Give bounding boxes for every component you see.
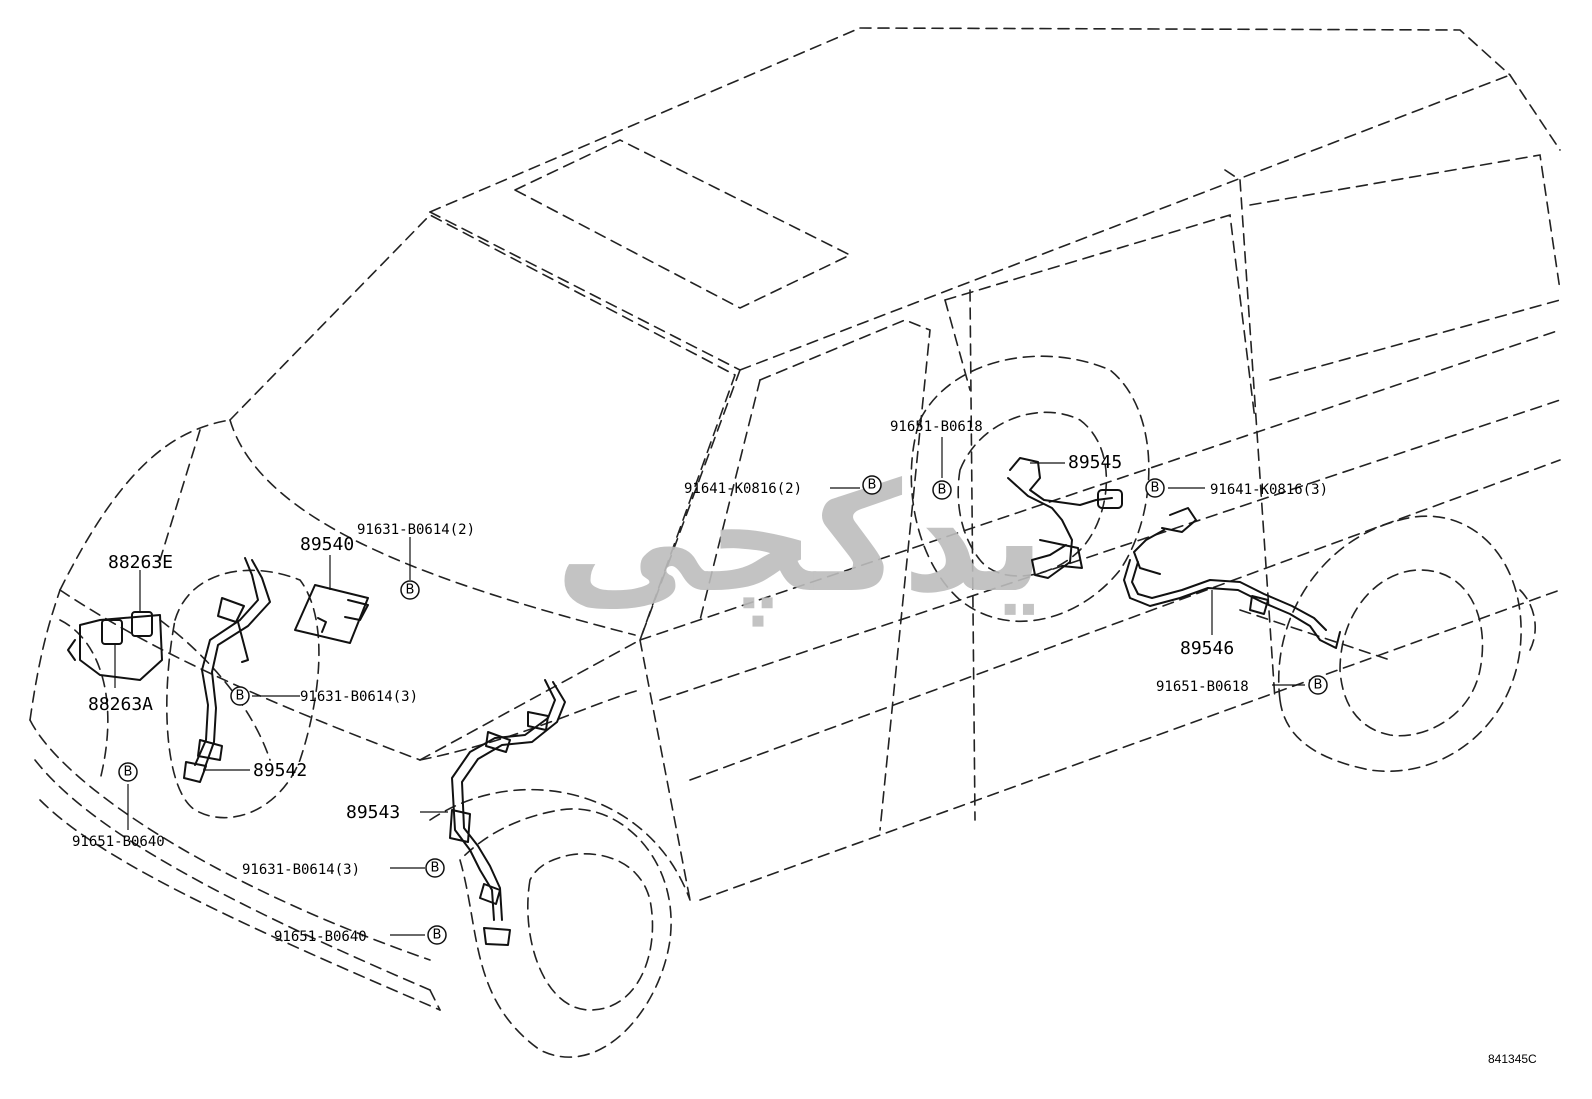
harness-89546-icon	[1123, 507, 1341, 649]
harness-89542-icon	[183, 557, 271, 783]
bolt-mark-icon: B	[932, 480, 952, 500]
watermark-text: یدکچی	[555, 452, 1045, 627]
part-label: 91651-B0618	[890, 419, 983, 435]
part-label: 91631-B0614(2)	[357, 522, 475, 538]
part-label: 88263E	[108, 552, 173, 573]
diagram-code: 841345C	[1488, 1052, 1537, 1066]
part-label: 91651-B0640	[274, 929, 367, 945]
bolt-mark-icon: B	[427, 925, 447, 945]
harness-89545-icon	[1007, 457, 1123, 579]
part-label: 91651-B0640	[72, 834, 165, 850]
svg-text:B: B	[406, 583, 415, 598]
part-label: 88263A	[88, 694, 153, 715]
svg-text:B: B	[431, 861, 440, 876]
part-label: 91631-B0614(3)	[300, 689, 418, 705]
part-label: 91631-B0614(3)	[242, 862, 360, 878]
svg-text:B: B	[938, 483, 947, 498]
bolt-marks: B B B B B B B B B	[118, 475, 1328, 945]
part-label: 89546	[1180, 638, 1234, 659]
part-labels: 88263E 88263A 89540 91631-B0614(2) 91631…	[72, 419, 1328, 945]
svg-text:B: B	[868, 478, 877, 493]
part-label: 89542	[253, 760, 307, 781]
part-label: 89543	[346, 802, 400, 823]
bolt-mark-icon: B	[118, 762, 138, 782]
svg-text:B: B	[124, 765, 133, 780]
part-label: 89540	[300, 534, 354, 555]
sensor-88263-icon	[67, 611, 163, 681]
vehicle-outline	[29, 27, 1561, 1058]
ecu-89540-icon	[294, 584, 369, 644]
bolt-mark-icon: B	[1145, 478, 1165, 498]
leader-lines	[114, 437, 1305, 936]
part-label: 91641-K0816(2)	[684, 481, 802, 497]
bolt-mark-icon: B	[400, 580, 420, 600]
bolt-mark-icon: B	[230, 686, 250, 706]
part-drawings	[67, 457, 1341, 946]
svg-text:B: B	[1314, 678, 1323, 693]
part-label: 91651-B0618	[1156, 679, 1249, 695]
bolt-mark-icon: B	[1308, 675, 1328, 695]
part-label: 89545	[1068, 452, 1122, 473]
part-label: 91641-K0816(3)	[1210, 482, 1328, 498]
bolt-mark-icon: B	[425, 858, 445, 878]
svg-text:B: B	[1151, 481, 1160, 496]
harness-89543-icon	[449, 679, 566, 946]
svg-text:B: B	[236, 689, 245, 704]
bolt-mark-icon: B	[862, 475, 882, 495]
svg-text:B: B	[433, 928, 442, 943]
